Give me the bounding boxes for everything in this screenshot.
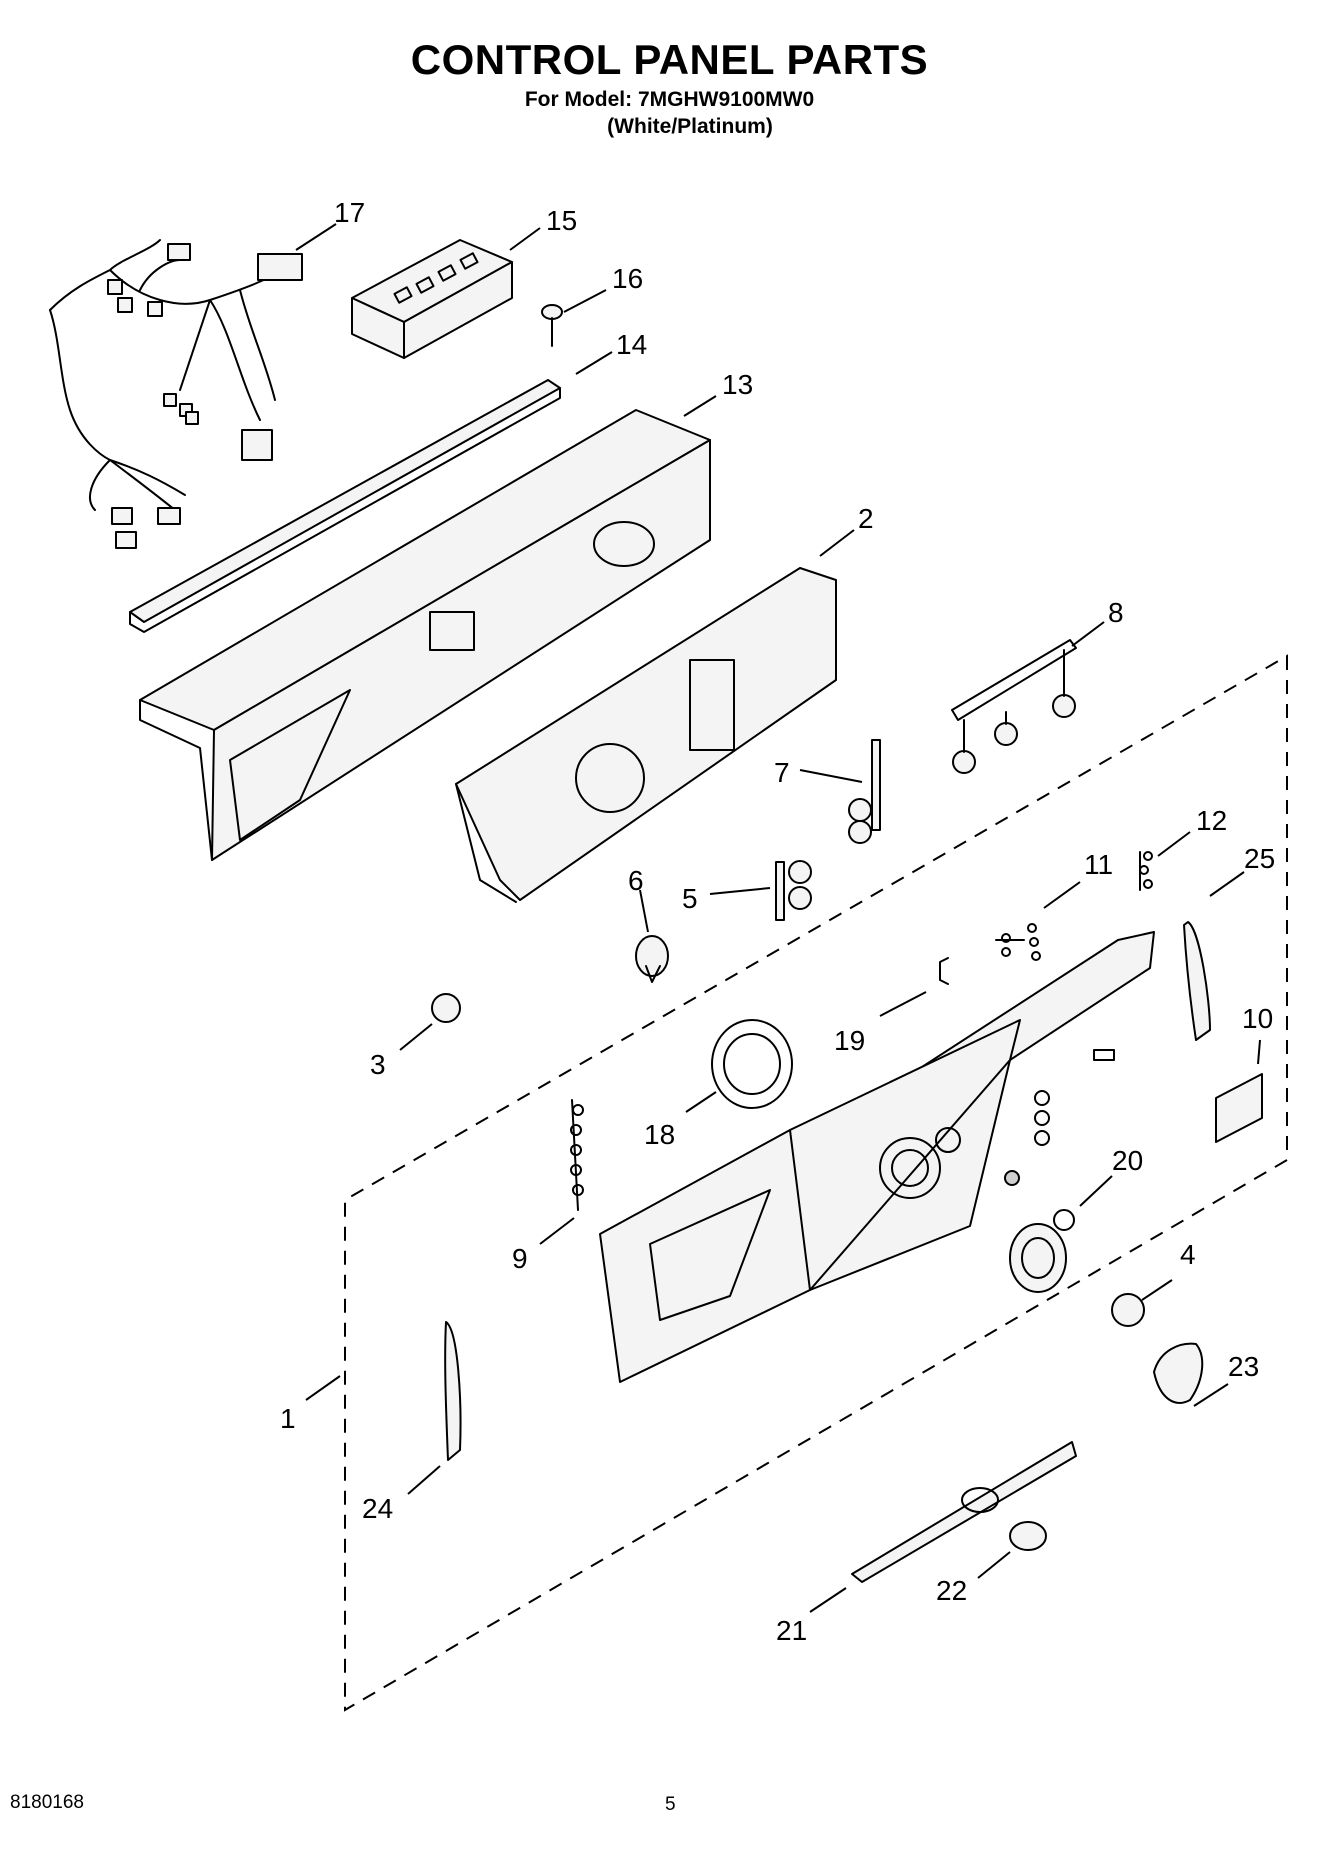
callout-13: 13 — [683, 369, 753, 417]
part-12-light-pipe[interactable] — [1139, 851, 1153, 891]
callout-4: 4 — [1141, 1239, 1196, 1301]
callout-8: 8 — [1071, 597, 1124, 647]
part-23-main-knob[interactable] — [1153, 1342, 1204, 1404]
callout-20: 20 — [1079, 1145, 1143, 1207]
callout-18: 18 — [644, 1091, 717, 1150]
callout-24-label: 24 — [362, 1493, 393, 1524]
callout-22-label: 22 — [936, 1575, 967, 1606]
callout-15-label: 15 — [546, 205, 577, 236]
page-number: 5 — [665, 1794, 676, 1815]
part-2-control-board[interactable] — [455, 567, 837, 903]
callout-14-label: 14 — [616, 329, 647, 360]
callout-24: 24 — [362, 1465, 441, 1524]
part-10-label[interactable] — [1215, 1073, 1263, 1143]
callout-3-label: 3 — [370, 1049, 386, 1080]
part-17-wire-harness[interactable] — [49, 239, 303, 549]
part-4-knob[interactable] — [1111, 1293, 1145, 1327]
part-6-knob-insert[interactable] — [635, 935, 669, 983]
callout-7-label: 7 — [774, 757, 790, 788]
callout-19: 19 — [834, 991, 927, 1056]
callout-6-label: 6 — [628, 865, 644, 896]
part-21-trim-strip[interactable] — [851, 1441, 1077, 1583]
callout-2: 2 — [819, 503, 874, 557]
callout-11: 11 — [1043, 849, 1113, 909]
callout-12-label: 12 — [1196, 805, 1227, 836]
callout-21: 21 — [776, 1587, 847, 1646]
callout-19-label: 19 — [834, 1025, 865, 1056]
callout-16-label: 16 — [612, 263, 643, 294]
part-24-end-cap[interactable] — [444, 1321, 462, 1461]
callout-10-label: 10 — [1242, 1003, 1273, 1034]
callout-11-label: 11 — [1084, 849, 1113, 880]
console-assembly-boundary — [344, 654, 1288, 1712]
callout-9: 9 — [512, 1217, 575, 1274]
part-13-console-housing[interactable] — [139, 409, 711, 861]
part-3-knob[interactable] — [431, 993, 461, 1023]
callout-20-label: 20 — [1112, 1145, 1143, 1176]
callout-17-label: 17 — [334, 197, 365, 228]
callout-17: 17 — [295, 197, 365, 251]
callout-2-label: 2 — [858, 503, 874, 534]
callout-12: 12 — [1157, 805, 1227, 857]
part-11-light-pipe[interactable] — [995, 923, 1041, 961]
callout-25: 25 — [1209, 843, 1275, 897]
page-title: CONTROL PANEL PARTS — [410, 36, 929, 83]
part-22-lens[interactable] — [1009, 1521, 1047, 1551]
callout-25-label: 25 — [1244, 843, 1275, 874]
model-number: For Model: 7MGHW9100MW0 — [524, 88, 815, 111]
callout-10: 10 — [1242, 1003, 1273, 1065]
callout-3: 3 — [370, 1023, 433, 1080]
part-25-end-cap[interactable] — [1183, 921, 1211, 1041]
callout-7: 7 — [774, 757, 863, 788]
part-14-rail[interactable] — [129, 379, 561, 633]
callout-9-label: 9 — [512, 1243, 528, 1274]
callout-15: 15 — [509, 205, 577, 251]
callout-1: 1 — [280, 1375, 341, 1434]
part-9-light-pipe-strip[interactable] — [570, 1099, 584, 1211]
callout-5-label: 5 — [682, 883, 698, 914]
part-19-light-pipe[interactable] — [939, 957, 949, 985]
callout-1-label: 1 — [280, 1403, 296, 1434]
callout-4-label: 4 — [1180, 1239, 1196, 1270]
callout-6: 6 — [628, 865, 649, 933]
callout-16: 16 — [563, 263, 643, 313]
callout-5: 5 — [682, 883, 771, 914]
part-7-button-set[interactable] — [848, 739, 881, 844]
callout-21-label: 21 — [776, 1615, 807, 1646]
part-16-screw[interactable] — [541, 304, 563, 347]
callout-23-label: 23 — [1228, 1351, 1259, 1382]
callout-23: 23 — [1193, 1351, 1259, 1407]
callout-8-label: 8 — [1108, 597, 1124, 628]
callout-18-label: 18 — [644, 1119, 675, 1150]
callout-13-label: 13 — [722, 369, 753, 400]
part-5-button-pair[interactable] — [775, 860, 812, 921]
model-color: (White/Platinum) — [607, 115, 773, 138]
part-18-light-ring[interactable] — [711, 1019, 793, 1109]
part-1-console-face[interactable] — [599, 931, 1155, 1383]
callout-22: 22 — [936, 1551, 1011, 1606]
callout-14: 14 — [575, 329, 647, 375]
part-15-control-module[interactable] — [351, 239, 513, 359]
part-8-button-bracket[interactable] — [951, 639, 1077, 774]
document-number: 8180168 — [10, 1792, 84, 1813]
part-20-dial-ring[interactable] — [1009, 1209, 1075, 1293]
